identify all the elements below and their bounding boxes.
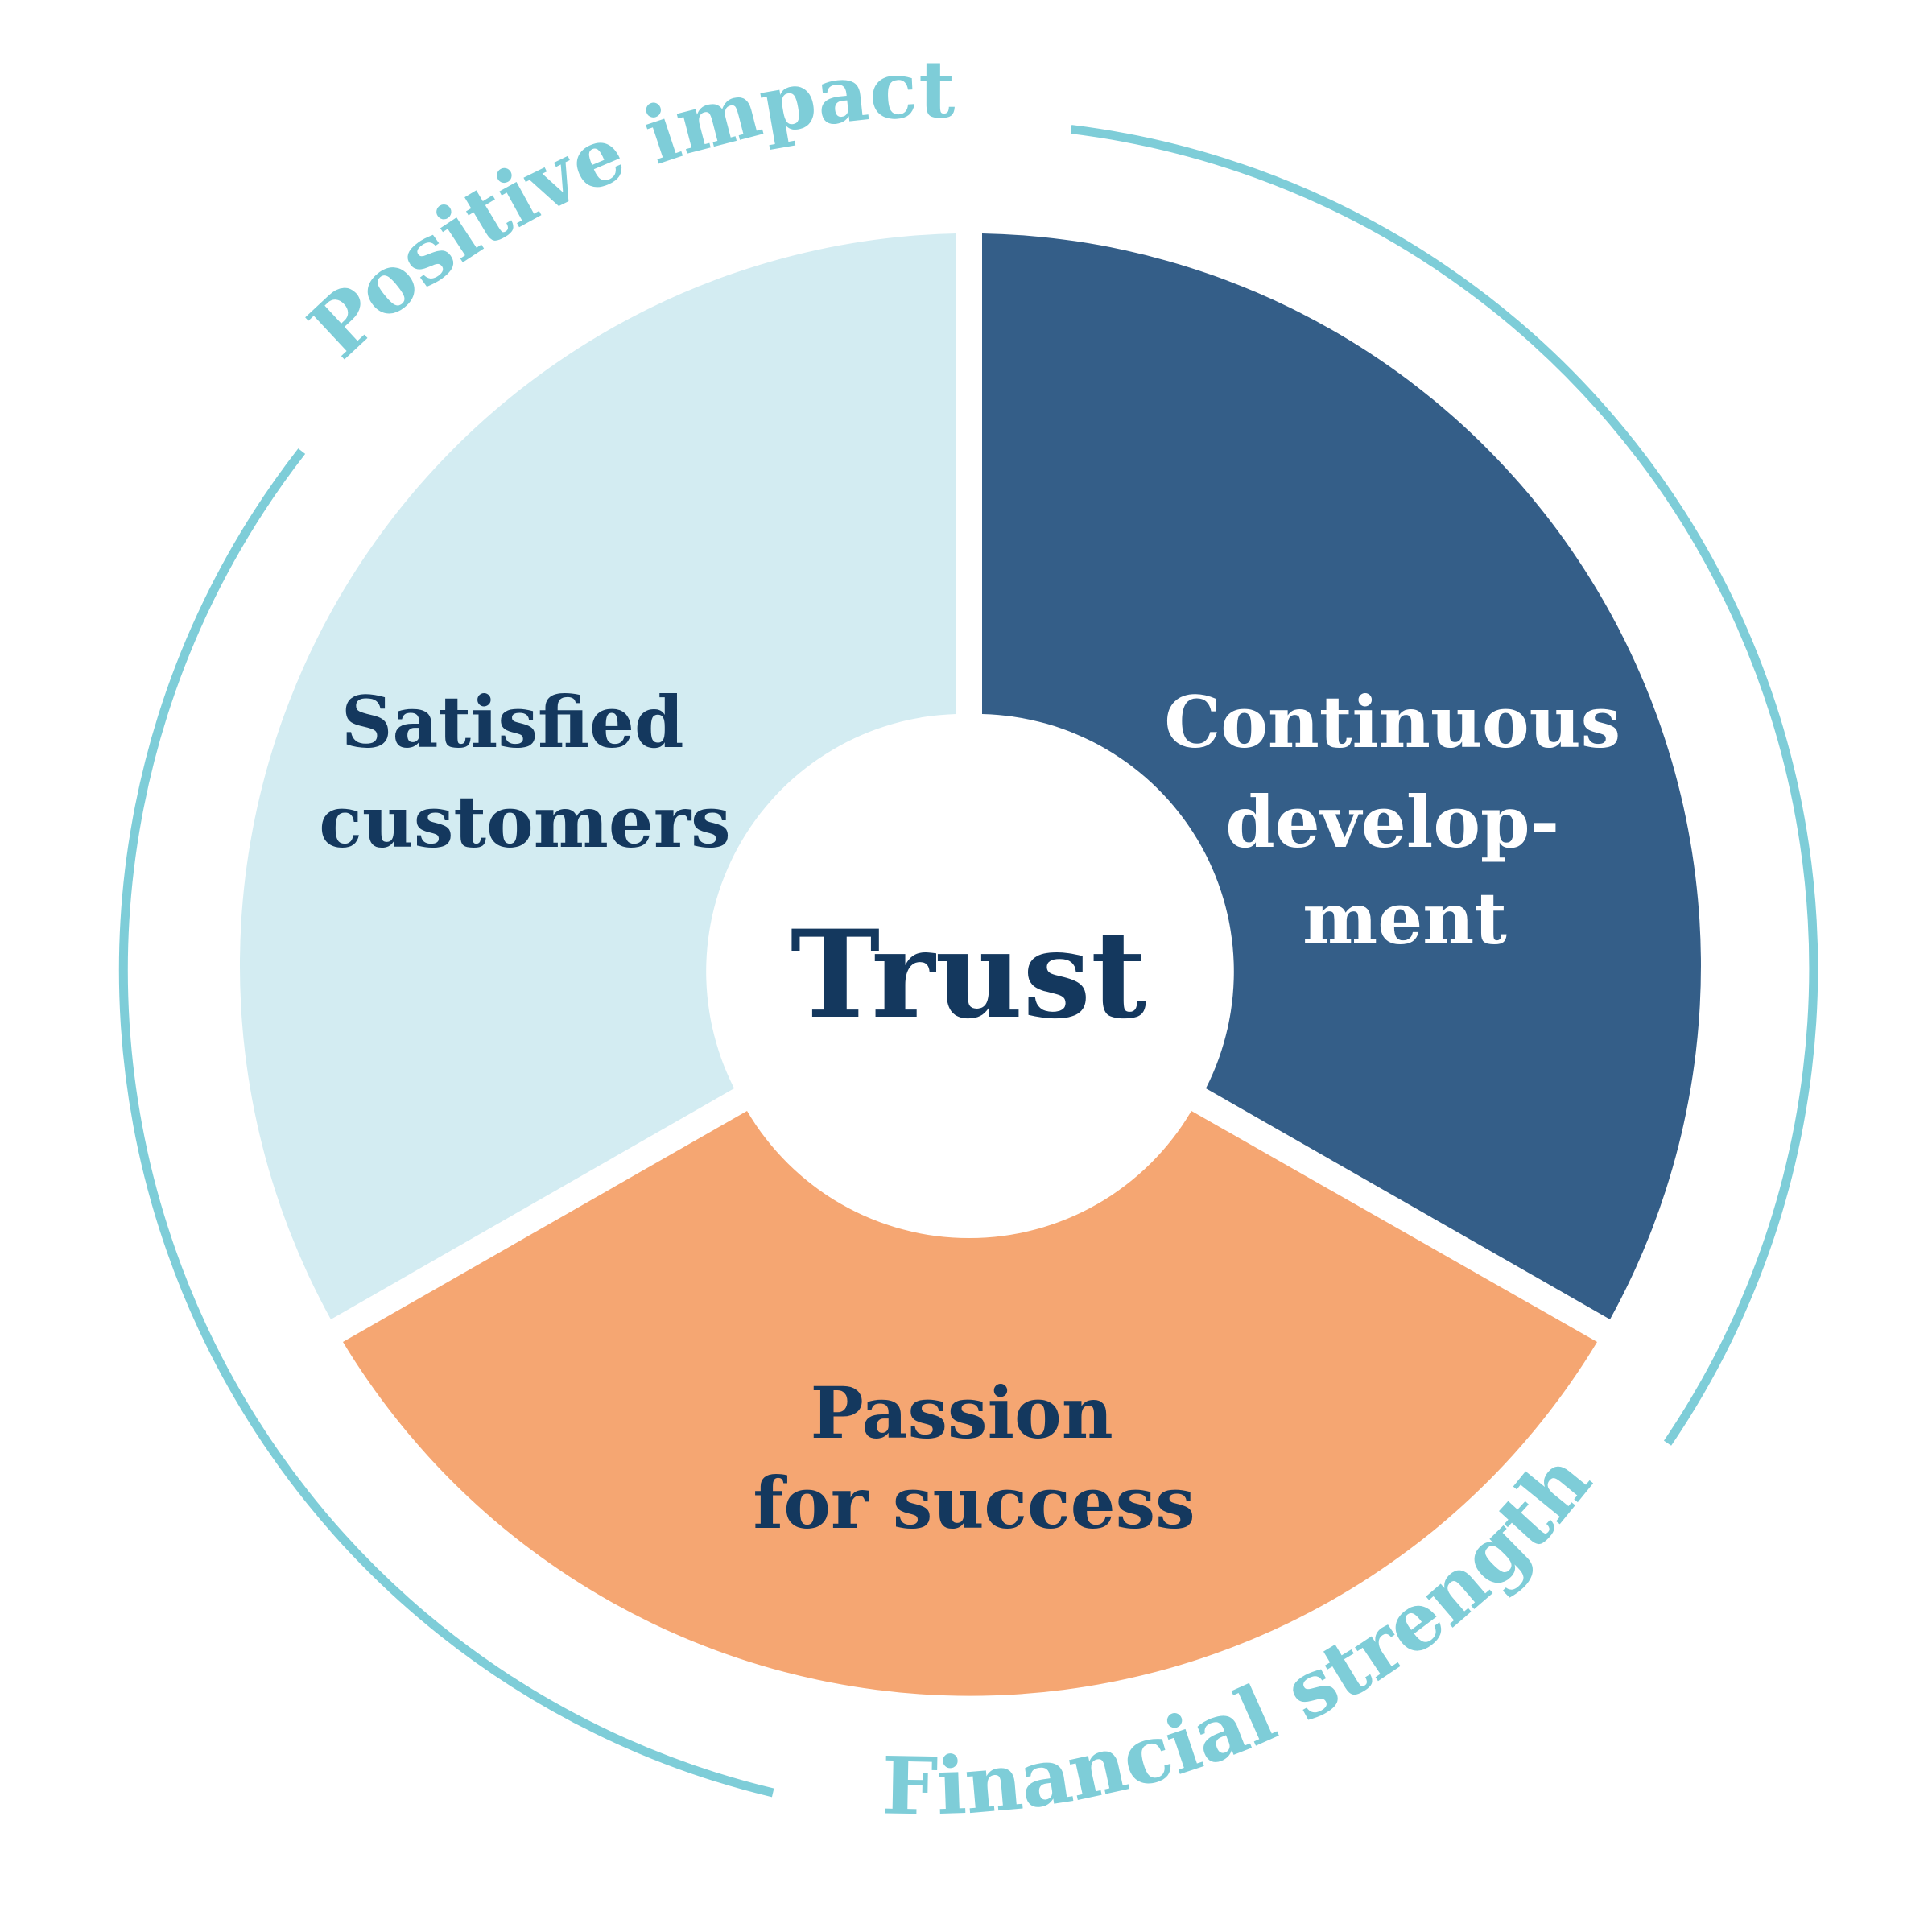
segment-satisfied-customers (239, 233, 956, 1319)
outer-ring (118, 125, 1818, 1798)
segment-continuous-development (982, 233, 1701, 1319)
center-label-trust: Trust (791, 904, 1147, 1046)
segment-label-continuous: Continuous develop- ment (1164, 680, 1645, 960)
outer-ring-arc-left (118, 448, 774, 1798)
segment-label-passion: Passion for success (753, 1371, 1195, 1545)
segment-passion-for-success (343, 1111, 1597, 1696)
outer-ring-arc-right (1070, 125, 1818, 1446)
segments (239, 233, 1701, 1696)
segment-label-satisfied: Satisfied customers (319, 680, 730, 864)
